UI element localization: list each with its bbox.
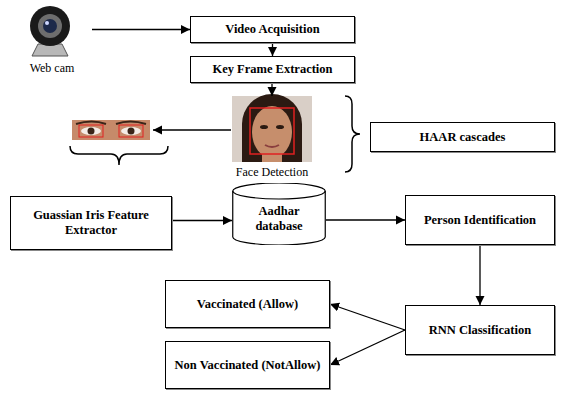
process-box: Person Identification	[405, 195, 555, 245]
brow	[116, 122, 146, 125]
eye	[260, 125, 268, 129]
flow-arrow	[172, 220, 232, 221]
webcam-lens	[43, 19, 57, 33]
iris	[128, 128, 135, 135]
flow-arrow	[330, 330, 405, 365]
flow-arrow	[479, 245, 480, 305]
node-text: Face Detection	[236, 165, 308, 180]
process-box: Key Frame Extraction	[190, 56, 355, 83]
node-text: Video Acquisition	[225, 22, 319, 37]
camera-node: Web cam	[12, 4, 92, 78]
crop-arrow	[153, 129, 231, 130]
face-photo	[232, 94, 312, 162]
iris-rectangle	[79, 125, 103, 137]
eyes-skin	[72, 120, 150, 140]
face-node: Face Detection	[224, 96, 320, 182]
result-box: Vaccinated (Allow)	[165, 280, 330, 328]
flow-arrow	[271, 83, 272, 96]
node-text: Guassian Iris Feature Extractor	[17, 208, 165, 238]
node-text: RNN Classification	[429, 323, 531, 338]
method-box: HAAR cascades	[370, 122, 555, 152]
process-box: RNN Classification	[405, 305, 555, 355]
node-text: Person Identification	[424, 213, 536, 228]
cylinder-rim	[233, 191, 326, 199]
mouth	[265, 145, 279, 147]
node-text: Aadhar database	[236, 204, 322, 234]
process-box: Video Acquisition	[190, 16, 355, 43]
node-text: HAAR cascades	[420, 130, 506, 145]
detection-rectangle	[250, 108, 294, 154]
iris	[88, 128, 95, 135]
webcam-body	[30, 6, 70, 46]
node-text: Non Vaccinated (NotAllow)	[175, 358, 321, 373]
iris-rectangle	[119, 125, 143, 137]
cylinder-body	[233, 183, 326, 245]
brow	[76, 122, 106, 125]
brace	[70, 146, 168, 165]
node-text: Key Frame Extraction	[212, 62, 332, 77]
eye-white	[81, 127, 101, 135]
flow-arrow	[92, 29, 190, 30]
result-box: Non Vaccinated (NotAllow)	[165, 341, 330, 389]
flow-arrow	[272, 43, 273, 56]
eye	[276, 125, 284, 129]
face-skin	[252, 106, 292, 158]
flow-arrow	[330, 304, 405, 330]
node-text: Web cam	[30, 61, 75, 76]
webcam-glint	[45, 21, 49, 25]
webcam-ring	[38, 14, 62, 38]
eye-white	[121, 127, 141, 135]
database-cylinder: Aadhar database	[232, 183, 326, 245]
eyes-picture	[72, 120, 150, 140]
flow-arrow	[326, 219, 405, 220]
brace	[345, 96, 360, 172]
process-box: Guassian Iris Feature Extractor	[10, 196, 172, 250]
node-text: Vaccinated (Allow)	[197, 297, 298, 312]
webcam-picture	[30, 6, 70, 56]
